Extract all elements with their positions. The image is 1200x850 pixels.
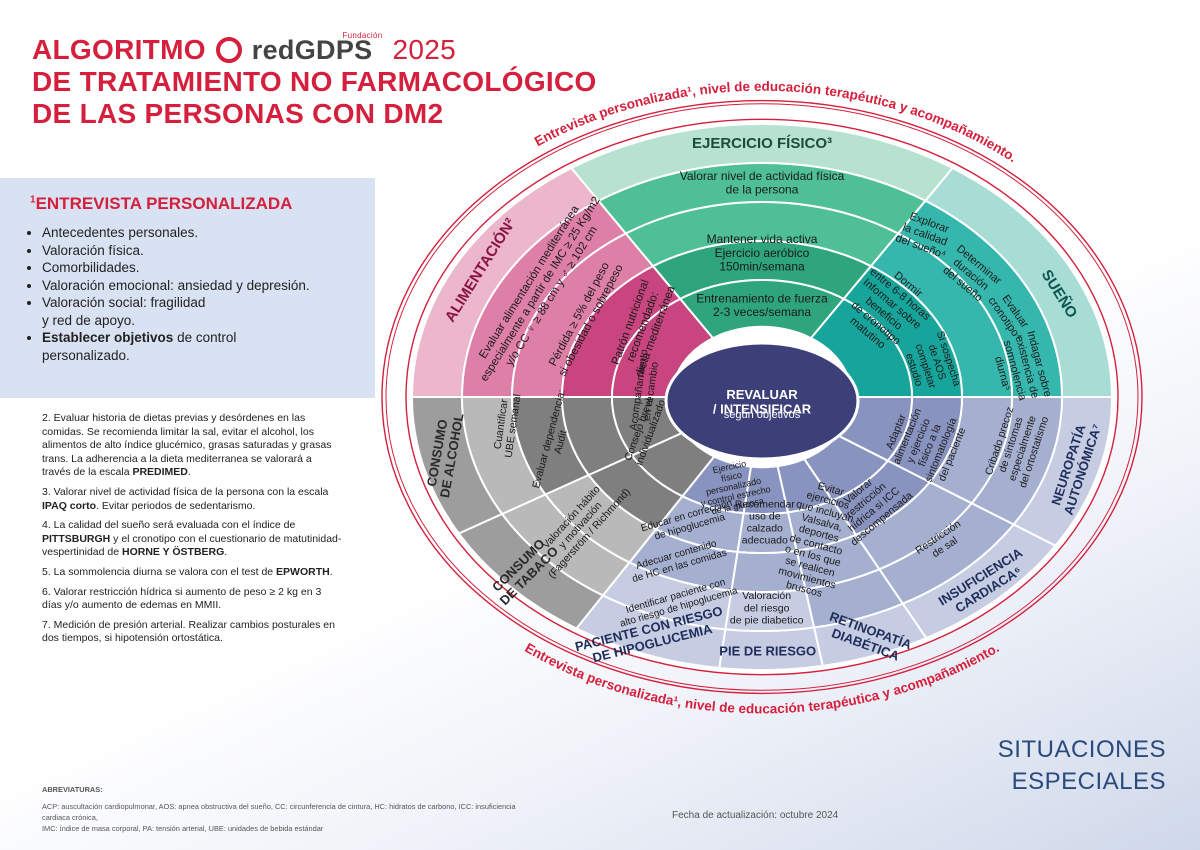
list-item: Comorbilidades.: [42, 259, 310, 277]
title-year: 2025: [392, 34, 456, 65]
redgdps-logo-icon: [215, 37, 242, 63]
title-line-3: DE LAS PERSONAS CON DM2: [32, 98, 444, 129]
pie-label: PIE DE RIESGO: [719, 644, 816, 659]
title-line-2: DE TRATAMIENTO NO FARMACOLÓGICO: [32, 66, 597, 97]
interview-list: Antecedentes personales. Valoración físi…: [18, 224, 310, 364]
retinopatia-text: Evitarejerciciosque incluyanValsalva,dep…: [774, 476, 861, 603]
brand-sup: Fundación: [342, 31, 383, 40]
footnotes: 2. Evaluar historia de dietas previas y …: [42, 412, 342, 652]
note-2: 2. Evaluar historia de dietas previas y …: [42, 412, 332, 479]
sector-pie: [742, 464, 790, 515]
center-ellipse: [664, 341, 860, 461]
sueno-text: Si sospechade AOScompletarestudio: [899, 330, 963, 399]
brand-name: redGDPS: [251, 35, 373, 65]
list-item: Valoración física.: [42, 242, 310, 260]
note-3: 3. Valorar nivel de actividad física de …: [42, 485, 329, 512]
page-title: ALGORITMO redGDPS Fundación 2025 DE TRAT…: [32, 31, 597, 130]
center-title: REVALUAR/ INTENSIFICAR: [713, 387, 812, 417]
center-subtitle: según objetivos: [724, 409, 801, 421]
note-7: 7. Medición de presión arterial. Realiza…: [42, 618, 335, 645]
title-algoritmo: ALGORITMO: [32, 34, 206, 65]
interview-panel: 1ENTREVISTA PERSONALIZADA Antecedentes p…: [0, 178, 375, 398]
sector-retinopatia: [776, 457, 834, 514]
note-6: 6. Valorar restricción hídrica si aument…: [42, 585, 322, 612]
ejercicio-label: EJERCICIO FÍSICO³: [692, 135, 832, 152]
sector-hipoglucemia: [680, 455, 753, 515]
alcohol-text: CuantificarUBE semanal: [491, 392, 524, 459]
list-item: Establecer objetivos de controlpersonali…: [42, 329, 310, 364]
sueno-text: Dormirentre 6-8 horasInformar sobrebenef…: [835, 256, 941, 362]
interview-title: 1ENTREVISTA PERSONALIZADA: [30, 194, 293, 213]
abbreviations: ABREVIATURAS: ACP: auscultación cardiopu…: [42, 785, 516, 833]
list-item: Antecedentes personales.: [42, 224, 310, 242]
outer-ring: [385, 103, 1139, 691]
list-item: Valoración emocional: ansiedad y depresi…: [42, 277, 310, 295]
outer-ring: [381, 99, 1143, 695]
note-5: 5. La sommolencia diurna se valora con e…: [42, 565, 333, 578]
note-4: 4. La calidad del sueño será evaluada co…: [42, 519, 342, 559]
update-date: Fecha de actualización: octubre 2024: [672, 810, 839, 821]
